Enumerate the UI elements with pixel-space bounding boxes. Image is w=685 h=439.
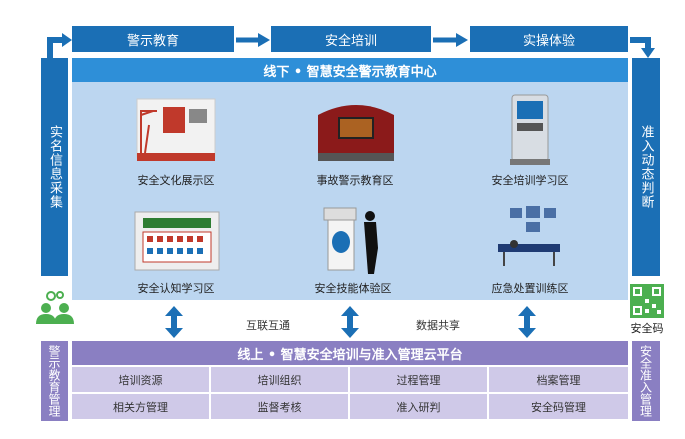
zone-label-cognition-learning: 安全认知学习区 xyxy=(137,282,215,295)
online-title-text: 线上 • 智慧安全培训与准入管理云平台 xyxy=(237,347,463,363)
side-bar-safety-access-management: 安全准入管理 xyxy=(632,341,660,421)
side-bar-warning-education-management: 警示教育管理 xyxy=(41,341,68,421)
people-gear-icon xyxy=(36,291,74,324)
side-bar-label: 安全准入管理 xyxy=(638,345,653,417)
side-bar-label: 实名信息采集 xyxy=(47,125,62,209)
zone-label-accident-warning: 事故警示教育区 xyxy=(316,174,394,187)
offline-title-text: 线下 • 智慧安全警示教育中心 xyxy=(263,64,437,80)
module-access-evaluation: 准入研判 xyxy=(350,394,487,419)
flow-step-practical-experience: 实操体验 xyxy=(470,26,628,52)
training-kiosk-image xyxy=(510,94,550,165)
module-training-organization: 培训组织 xyxy=(211,367,348,392)
arrow-head-icon xyxy=(456,33,468,47)
link-text-interconnection: 互联互通 xyxy=(246,319,290,332)
module-supervision-assessment: 监督考核 xyxy=(211,394,348,419)
double-arrow-icon xyxy=(165,306,536,338)
cognition-learning-wall-image xyxy=(134,211,220,271)
online-platform-title: 线上 • 智慧安全培训与准入管理云平台 xyxy=(72,341,628,365)
elbow-arrow-left-icon xyxy=(47,37,62,58)
side-bar-label: 警示教育管理 xyxy=(47,345,61,417)
zone-label-training-learning: 安全培训学习区 xyxy=(491,174,569,187)
qr-code-label: 安全码 xyxy=(630,322,664,335)
arrow-head-icon xyxy=(258,33,270,47)
zone-label-skill-experience: 安全技能体验区 xyxy=(314,282,392,295)
module-archive-management: 档案管理 xyxy=(489,367,628,392)
flow-step-label: 警示教育 xyxy=(126,33,179,49)
module-related-party-management: 相关方管理 xyxy=(72,394,209,419)
offline-center-title: 线下 • 智慧安全警示教育中心 xyxy=(72,58,628,82)
flow-step-warning-education: 警示教育 xyxy=(72,26,234,52)
module-training-resources: 培训资源 xyxy=(72,367,209,392)
zone-label-culture-display: 安全文化展示区 xyxy=(137,174,215,187)
zone-label-emergency-training: 应急处置训练区 xyxy=(491,282,569,295)
accident-warning-wall-image xyxy=(318,105,394,161)
flow-step-label: 实操体验 xyxy=(522,33,575,49)
vr-skill-experience-image xyxy=(323,207,378,274)
emergency-training-image xyxy=(498,206,560,266)
flow-step-label: 安全培训 xyxy=(324,33,377,49)
module-process-management: 过程管理 xyxy=(350,367,487,392)
side-bar-real-name-collection: 实名信息采集 xyxy=(41,58,68,276)
elbow-arrow-right-icon xyxy=(630,37,651,48)
flow-step-safety-training: 安全培训 xyxy=(271,26,431,52)
side-bar-label: 准入动态判断 xyxy=(638,125,654,209)
arrow-head-icon xyxy=(62,33,72,47)
side-bar-access-judgment: 准入动态判断 xyxy=(632,58,660,276)
link-text-data-sharing: 数据共享 xyxy=(416,319,460,332)
arrow-head-icon xyxy=(641,48,655,58)
qr-code-icon xyxy=(630,284,664,318)
module-safety-code-management: 安全码管理 xyxy=(489,394,628,419)
culture-display-wall-image xyxy=(136,98,216,161)
